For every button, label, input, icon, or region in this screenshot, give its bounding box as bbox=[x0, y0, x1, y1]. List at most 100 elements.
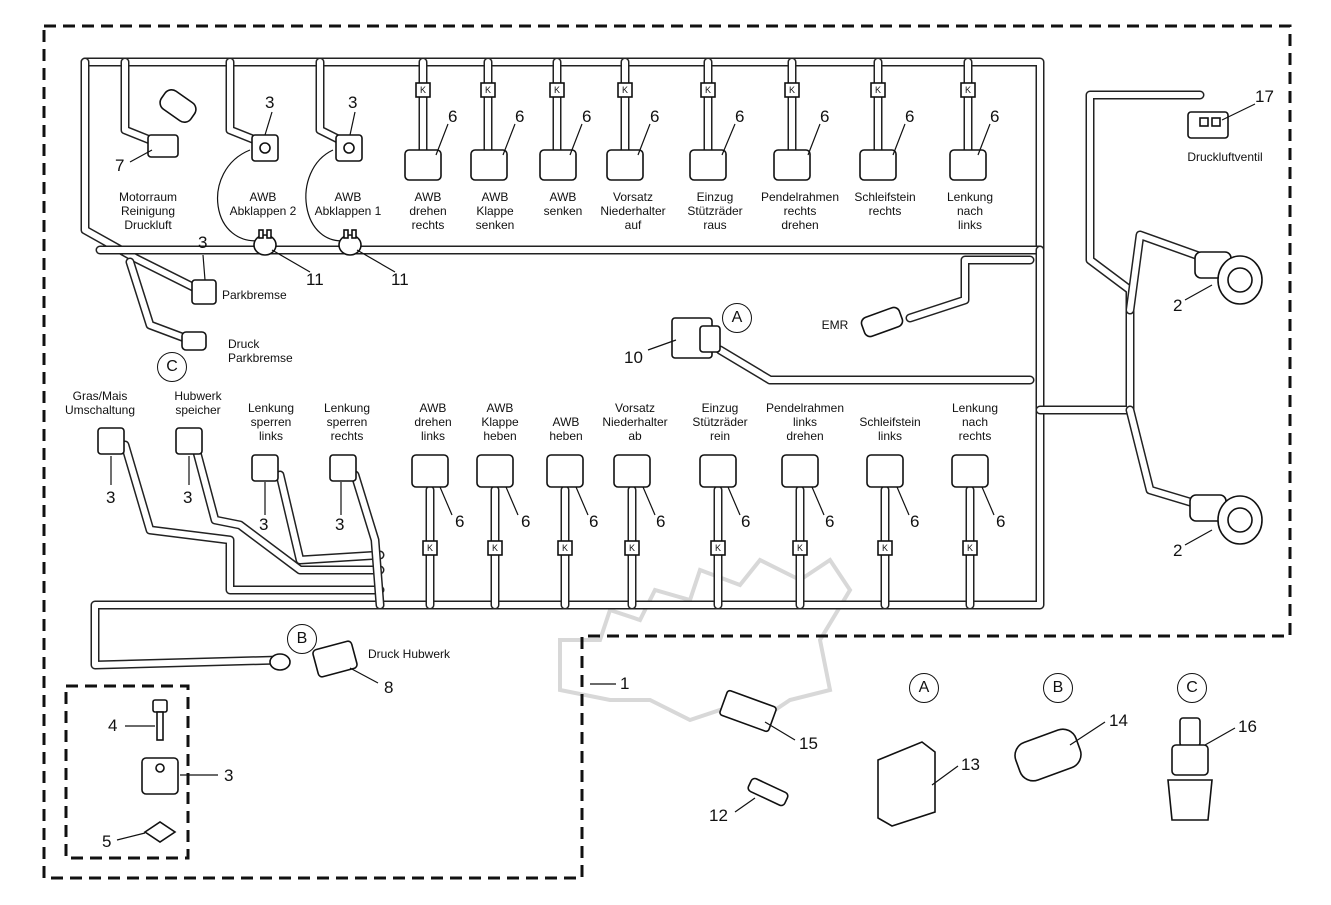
label-druck-parkbremse: Druck Parkbremse bbox=[228, 337, 293, 365]
k-tag: K bbox=[484, 85, 491, 95]
marker-b: B bbox=[1043, 673, 1073, 703]
k-tag: K bbox=[426, 543, 433, 553]
connector-8 bbox=[269, 640, 358, 678]
callout-3: 3 bbox=[198, 233, 208, 252]
connector-3-awb2 bbox=[251, 134, 279, 162]
label-awb-abklappen-1: AWB Abklappen 1 bbox=[314, 190, 382, 218]
callout-3: 3 bbox=[259, 515, 269, 534]
connector-3-detail bbox=[141, 757, 179, 795]
k-tag: K bbox=[628, 543, 635, 553]
label-awb-drehen-rechts: AWB drehen rechts bbox=[409, 190, 447, 232]
callout-6: 6 bbox=[650, 107, 660, 126]
callout-14: 14 bbox=[1109, 711, 1128, 730]
callout-3: 3 bbox=[335, 515, 345, 534]
callout-3: 3 bbox=[106, 488, 116, 507]
assembly-boundary bbox=[42, 24, 1292, 880]
connector-3-grasmais bbox=[97, 427, 125, 455]
bottom-valve-connectors bbox=[411, 454, 989, 488]
label-vorsatz-ab: Vorsatz Niederhalter ab bbox=[602, 401, 668, 443]
connector-3-hubwerk bbox=[175, 427, 203, 455]
callout-10: 10 bbox=[624, 348, 643, 367]
callout-3: 3 bbox=[224, 766, 234, 785]
marker-c: C bbox=[1177, 673, 1207, 703]
label-lenkung-nach-links: Lenkung nach links bbox=[946, 190, 994, 232]
k-tag: K bbox=[964, 85, 971, 95]
label-gras-mais: Gras/Mais Umschaltung bbox=[64, 389, 136, 417]
callout-15: 15 bbox=[799, 734, 818, 753]
connector-10 bbox=[671, 317, 721, 359]
label-awb-heben: AWB heben bbox=[549, 415, 583, 443]
k-tag: K bbox=[966, 543, 973, 553]
callout-16: 16 bbox=[1238, 717, 1257, 736]
callout-6: 6 bbox=[996, 512, 1006, 531]
callout-6: 6 bbox=[905, 107, 915, 126]
connector-3-awb1 bbox=[335, 134, 363, 162]
plug-11a bbox=[253, 229, 277, 256]
plug-11b bbox=[338, 229, 362, 256]
callout-2: 2 bbox=[1173, 541, 1183, 560]
callout-11: 11 bbox=[306, 270, 324, 289]
top-valve-drops bbox=[418, 57, 973, 160]
callout-6: 6 bbox=[820, 107, 830, 126]
callout-5: 5 bbox=[102, 832, 112, 851]
callout-6: 6 bbox=[455, 512, 465, 531]
label-hubwerk-speicher: Hubwerk speicher bbox=[174, 389, 222, 417]
callout-2: 2 bbox=[1173, 296, 1183, 315]
label-parkbremse: Parkbremse bbox=[222, 288, 287, 302]
round-plug-2-top bbox=[1194, 251, 1263, 305]
callout-12: 12 bbox=[709, 806, 728, 825]
callout-6: 6 bbox=[735, 107, 745, 126]
k-tag: K bbox=[796, 543, 803, 553]
marker-b: B bbox=[287, 624, 317, 654]
callout-3: 3 bbox=[265, 93, 275, 112]
k-tag: K bbox=[621, 85, 628, 95]
marker-c: C bbox=[157, 352, 187, 382]
callout-13: 13 bbox=[961, 755, 980, 774]
callout-17: 17 bbox=[1255, 87, 1274, 106]
callout-3: 3 bbox=[183, 488, 193, 507]
watermark-outline bbox=[558, 557, 853, 723]
k-tag: K bbox=[491, 543, 498, 553]
k-tag: K bbox=[704, 85, 711, 95]
label-einzug-raus: Einzug Stützräder raus bbox=[687, 190, 743, 232]
top-k-tags bbox=[415, 82, 976, 98]
k-tag: K bbox=[714, 543, 721, 553]
callout-6: 6 bbox=[515, 107, 525, 126]
callout-11: 11 bbox=[391, 270, 409, 289]
callout-3: 3 bbox=[348, 93, 358, 112]
callout-6: 6 bbox=[589, 512, 599, 531]
bottom-k-tags bbox=[422, 540, 978, 556]
label-schleifstein-links: Schleifstein links bbox=[859, 415, 921, 443]
detail-boundary bbox=[64, 684, 190, 860]
k-tag: K bbox=[788, 85, 795, 95]
part-16 bbox=[1167, 717, 1213, 821]
cord-11a bbox=[216, 149, 266, 242]
label-pendelrahmen-links: Pendelrahmen links drehen bbox=[765, 401, 845, 443]
callout-1: 1 bbox=[620, 674, 630, 693]
connector-3-lenk-links bbox=[251, 454, 279, 482]
part-13 bbox=[877, 741, 936, 827]
connector-7 bbox=[147, 134, 179, 158]
label-einzug-rein: Einzug Stützräder rein bbox=[692, 401, 748, 443]
cord-11b bbox=[305, 149, 351, 242]
label-awb-klappe-heben: AWB Klappe heben bbox=[481, 401, 519, 443]
round-plug-2-bottom bbox=[1189, 494, 1263, 545]
connector-emr bbox=[860, 306, 904, 338]
bolt-4 bbox=[152, 699, 168, 741]
k-tag: K bbox=[419, 85, 426, 95]
k-tag: K bbox=[874, 85, 881, 95]
label-awb-klappe-senken: AWB Klappe senken bbox=[475, 190, 515, 232]
connector-7-mate bbox=[159, 89, 197, 123]
callout-6: 6 bbox=[582, 107, 592, 126]
label-lenkung-nach-rechts: Lenkung nach rechts bbox=[951, 401, 999, 443]
label-awb-senken: AWB senken bbox=[543, 190, 583, 218]
connector-3-parkbremse bbox=[191, 279, 217, 305]
connector-3-lenk-rechts bbox=[329, 454, 357, 482]
marker-a: A bbox=[722, 303, 752, 333]
label-schleifstein-rechts: Schleifstein rechts bbox=[854, 190, 916, 218]
label-awb-abklappen-2: AWB Abklappen 2 bbox=[229, 190, 297, 218]
label-druckluftventil: Druckluftventil bbox=[1187, 150, 1263, 164]
callout-6: 6 bbox=[448, 107, 458, 126]
label-lenkung-sperren-links: Lenkung sperren links bbox=[247, 401, 295, 443]
label-druck-hubwerk: Druck Hubwerk bbox=[368, 647, 451, 661]
